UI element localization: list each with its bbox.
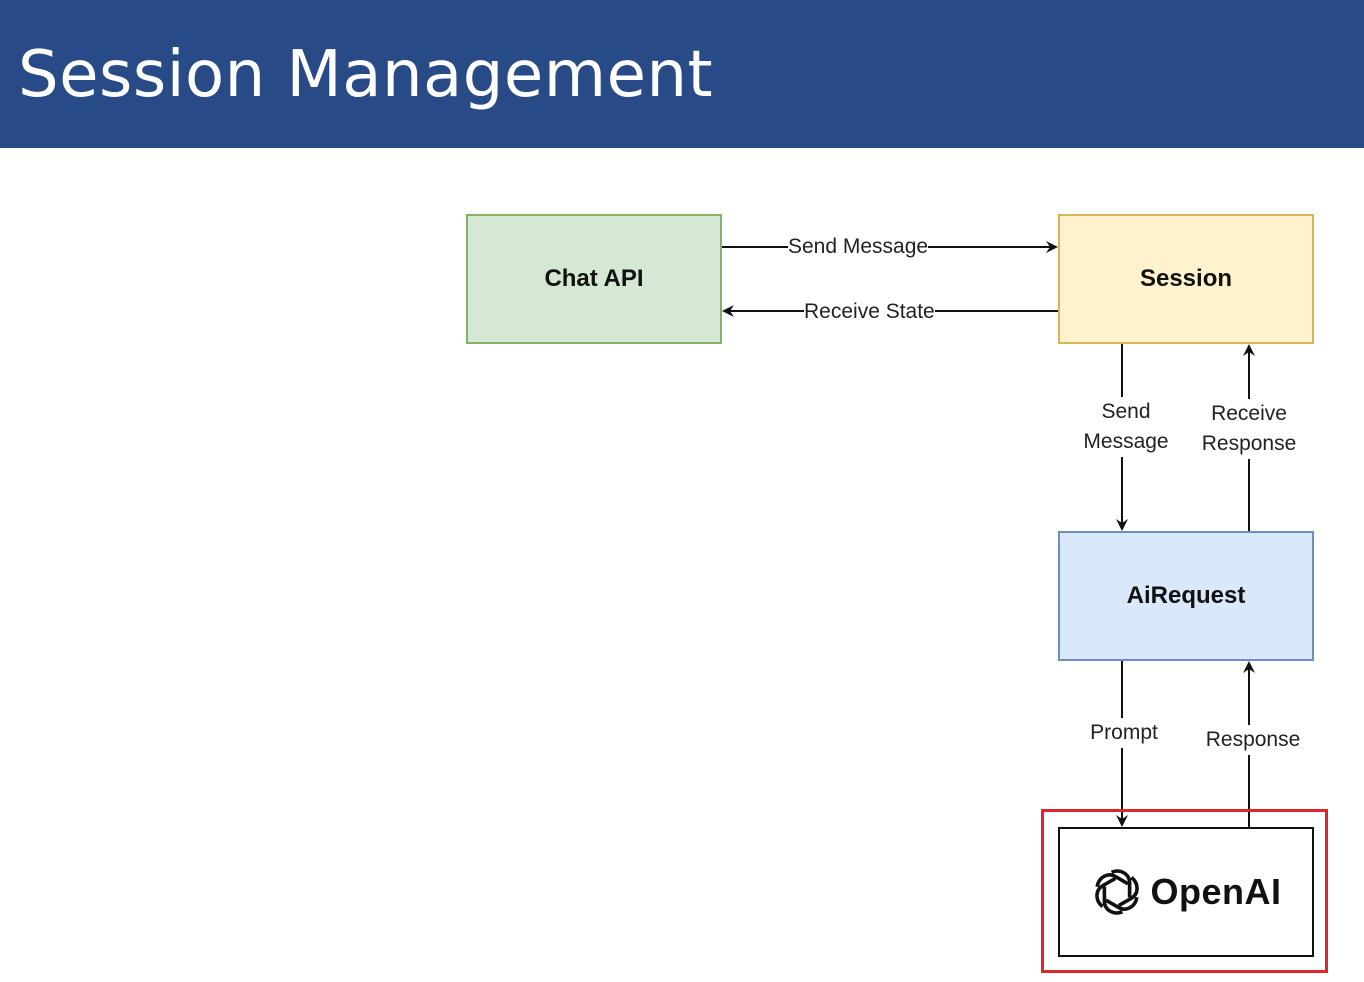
edge-label-response-text: Response — [1205, 728, 1301, 751]
session-node: Session — [1058, 214, 1314, 344]
openai-node: OpenAI — [1058, 827, 1314, 957]
airequest-label: AiRequest — [1126, 582, 1246, 609]
openai-label: OpenAI — [1150, 871, 1282, 912]
edge-label-receive-state: Receive State — [804, 297, 935, 327]
edge-label-receive-line2: Response — [1201, 432, 1297, 455]
chat-api-label: Chat API — [544, 265, 644, 292]
session-label: Session — [1139, 265, 1233, 292]
openai-highlight-box — [1041, 809, 1328, 973]
edge-label-prompt-text: Prompt — [1090, 721, 1158, 744]
edge-label-receive-response: Receive Response — [1194, 399, 1304, 459]
edge-label-receive-state-text: Receive State — [804, 300, 935, 323]
edge-label-send-message-top: Send Message — [788, 232, 929, 262]
page-title: Session Management — [18, 38, 714, 112]
airequest-node: AiRequest — [1058, 531, 1314, 661]
edge-label-prompt: Prompt — [1084, 718, 1164, 748]
edge-label-response: Response — [1198, 725, 1308, 755]
openai-logo-icon — [1095, 869, 1140, 915]
edge-label-send-line2: Message — [1083, 430, 1169, 453]
edge-label-send-message-top-text: Send Message — [788, 235, 929, 258]
chat-api-node: Chat API — [466, 214, 722, 344]
edge-label-send-line1: Send — [1101, 400, 1151, 423]
header-bar: Session Management — [0, 0, 1364, 148]
edge-label-receive-line1: Receive — [1211, 402, 1287, 425]
edge-label-send-message-down: Send Message — [1076, 397, 1176, 457]
